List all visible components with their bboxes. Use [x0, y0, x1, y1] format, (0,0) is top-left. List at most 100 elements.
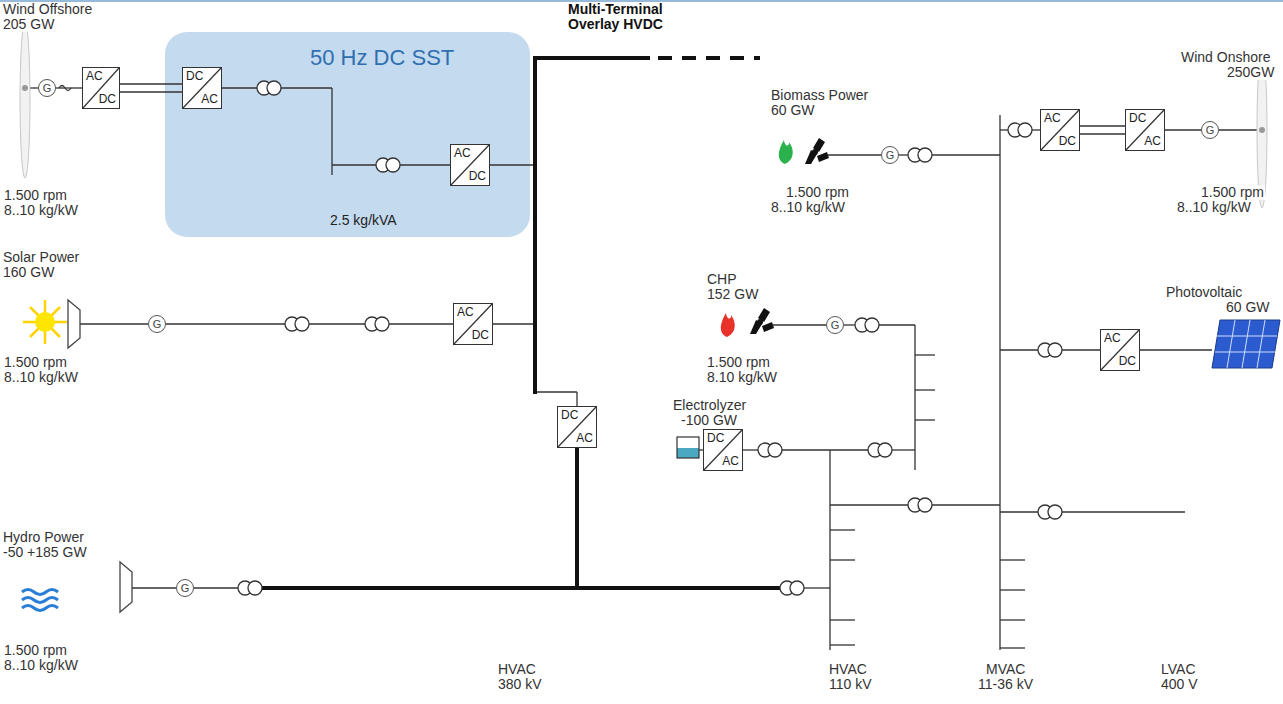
wire: [1000, 559, 1025, 560]
wire: [932, 504, 1000, 505]
wire: [194, 587, 238, 588]
flame-icon: [721, 140, 793, 337]
turbine-icon: [68, 300, 132, 612]
water-icon: [22, 606, 58, 611]
bus-label: HVAC: [497, 662, 537, 677]
water-icon: [22, 598, 58, 603]
wire: [535, 391, 577, 392]
transformer-symbol: [285, 317, 309, 331]
power-rating: 152 GW: [706, 287, 759, 302]
converter-label: DC: [186, 70, 203, 83]
wire: [830, 504, 908, 505]
generator-label: G: [831, 319, 840, 331]
hvdc-bus: [658, 56, 760, 60]
dc-link-line: [1080, 125, 1125, 126]
converter-box: AC DC: [1040, 109, 1080, 151]
converter-diagonal: [451, 145, 489, 185]
wire: [1000, 349, 1038, 350]
converter-label: DC: [472, 329, 489, 342]
converter-label: AC: [1104, 332, 1121, 345]
connector-line: [56, 87, 82, 88]
generator-label: G: [1206, 124, 1215, 136]
wire: [999, 115, 1000, 650]
transformer-symbol: [1038, 343, 1062, 357]
hvdc-bus: [575, 448, 579, 590]
hvdc-title: Multi-Terminal: [567, 2, 664, 17]
wire: [932, 154, 1000, 155]
wire: [804, 587, 830, 588]
weight-ratio: 8..10 kg/kW: [3, 370, 79, 385]
power-rating: -100 GW: [680, 413, 738, 428]
speed-value: 1.500 rpm: [3, 643, 68, 658]
generator-label: G: [153, 318, 162, 330]
converter-label: DC: [1059, 135, 1076, 148]
water-icon: [22, 590, 58, 611]
transformer-symbol: [1038, 505, 1062, 519]
converter-label: AC: [457, 306, 474, 319]
voltage-level: 11-36 kV: [977, 677, 1034, 692]
wire: [1000, 129, 1008, 130]
generator-symbol: G: [38, 79, 56, 97]
turbine-icon: [120, 562, 132, 612]
converter-label: AC: [201, 93, 218, 106]
converter-label: DC: [1119, 355, 1136, 368]
converter-diagonal: [704, 430, 742, 470]
converter-diagonal: [454, 304, 492, 344]
wire: [576, 392, 577, 406]
weight-ratio: 2.5 kg/kVA: [330, 213, 397, 228]
sun-icon: [30, 307, 60, 337]
power-rating: -50 +185 GW: [2, 545, 88, 560]
water-icon: [22, 590, 58, 595]
power-rating: 60 GW: [770, 103, 816, 118]
pv-panel-icon: [1212, 320, 1280, 368]
bus-label: HVAC: [828, 662, 868, 677]
wire: [914, 325, 915, 470]
power-plant-icon: [805, 138, 829, 164]
converter-label: AC: [722, 455, 739, 468]
wire: [1140, 349, 1212, 350]
source-name: Wind Offshore: [2, 2, 93, 17]
wire: [1032, 129, 1040, 130]
wire: [389, 323, 453, 324]
transformer-symbol: [855, 318, 879, 332]
source-name: CHP: [706, 272, 738, 287]
transformer-symbol: [908, 498, 932, 512]
dc-link-line: [120, 91, 182, 92]
connector-line: [1165, 129, 1201, 130]
wire: [1219, 129, 1259, 130]
sun-icon: [30, 307, 60, 337]
converter-box: ACDC: [450, 144, 490, 186]
wire: [132, 587, 176, 588]
wire: [830, 449, 868, 450]
speed-value: 1.500 rpm: [785, 185, 850, 200]
wire: [1062, 511, 1185, 512]
voltage-level: 400 V: [1160, 677, 1199, 692]
wire: [830, 559, 855, 560]
wire: [1000, 589, 1025, 590]
turbine-icon: [68, 300, 80, 348]
speed-value: 1.500 rpm: [1200, 185, 1265, 200]
converter-diagonal: [1041, 110, 1079, 150]
generator-label: G: [181, 582, 190, 594]
source-name: Wind Onshore: [1180, 50, 1271, 65]
pv-panel-icon: [1257, 320, 1265, 368]
transformer-symbol: [1008, 123, 1032, 137]
transformer-symbol: [868, 443, 892, 457]
converter-box: AC DC: [1100, 329, 1140, 371]
weight-ratio: 8..10 kg/kW: [3, 658, 79, 673]
speed-value: 1.500 rpm: [3, 355, 68, 370]
power-plant-icon: [750, 138, 829, 334]
wire: [493, 323, 535, 324]
wire: [1000, 647, 1025, 648]
sun-icon: [23, 300, 67, 344]
electrolyzer-tank: [677, 437, 699, 458]
converter-label: AC: [1044, 112, 1061, 125]
hvdc-bus: [533, 56, 650, 60]
wire: [915, 354, 935, 355]
converter-box: AC DC: [453, 303, 493, 345]
wire: [331, 88, 332, 175]
wire: [830, 619, 855, 620]
generator-symbol: G: [148, 315, 166, 333]
flame-icon: [779, 140, 793, 164]
power-plant-icon: [750, 308, 774, 334]
